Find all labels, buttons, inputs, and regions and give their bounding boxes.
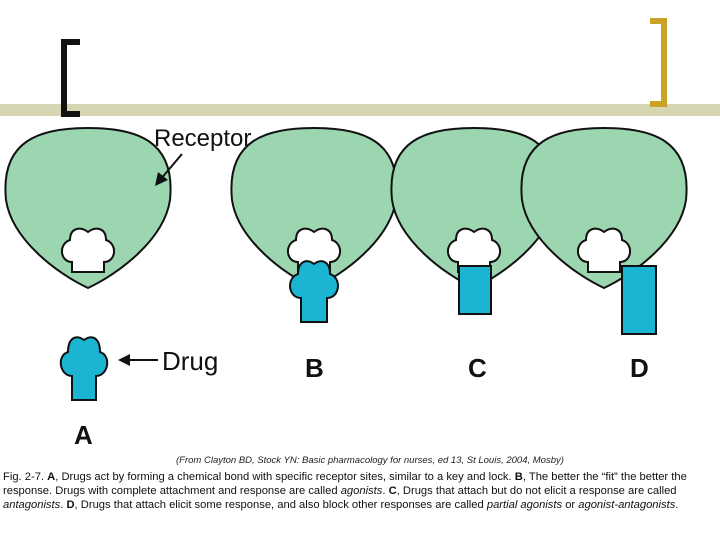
receptor-b: [230, 126, 398, 323]
caption-b-text: , The better the “fit” the better the re…: [3, 471, 687, 497]
caption-a-letter: A: [47, 471, 56, 483]
drug-label: Drug: [162, 346, 218, 376]
caption-b-letter: B: [514, 471, 523, 483]
caption-c-sep: .: [382, 485, 389, 497]
left-bracket: [61, 39, 80, 117]
panel-letter-d: D: [630, 353, 649, 383]
caption-c-letter: C: [388, 485, 397, 497]
caption-d-letter: D: [66, 499, 75, 511]
drug-b: [289, 260, 339, 323]
right-bracket: [650, 18, 667, 107]
receptor-arrow: [155, 153, 183, 186]
caption-a-text: , Drugs act by forming a chemical bond w…: [55, 471, 515, 483]
caption-or: or: [562, 499, 579, 511]
accent-bar: [0, 104, 720, 116]
panel-letter-b: B: [305, 353, 324, 383]
caption-end: .: [675, 499, 679, 511]
figure-citation: (From Clayton BD, Stock YN: Basic pharma…: [176, 455, 564, 466]
panel-letter-a: A: [74, 420, 93, 450]
caption-partial-agonists: partial agonists: [486, 499, 563, 511]
receptor-label: Receptor: [154, 125, 251, 152]
drug-arrow: [118, 354, 158, 366]
caption-d-text: , Drugs that attach elicit some response…: [74, 499, 487, 511]
drug-d: [621, 265, 657, 335]
panel-letter-c: C: [468, 353, 487, 383]
caption-agonist-antagonists: agonist-antagonists: [578, 499, 676, 511]
figure-caption: Fig. 2-7. A, Drugs act by forming a chem…: [3, 470, 715, 512]
caption-fig-label: Fig. 2-7.: [3, 471, 45, 483]
caption-c-text: , Drugs that attach but do not elicit a …: [396, 485, 677, 497]
receptor-c: [390, 126, 558, 315]
caption-d-sep: .: [60, 499, 67, 511]
caption-antagonists: antagonists: [3, 499, 61, 511]
caption-agonists: agonists: [340, 485, 383, 497]
receptor-a: [4, 126, 172, 290]
receptor-d: [520, 126, 688, 335]
drug-a: [59, 336, 109, 401]
drug-c: [458, 265, 492, 315]
